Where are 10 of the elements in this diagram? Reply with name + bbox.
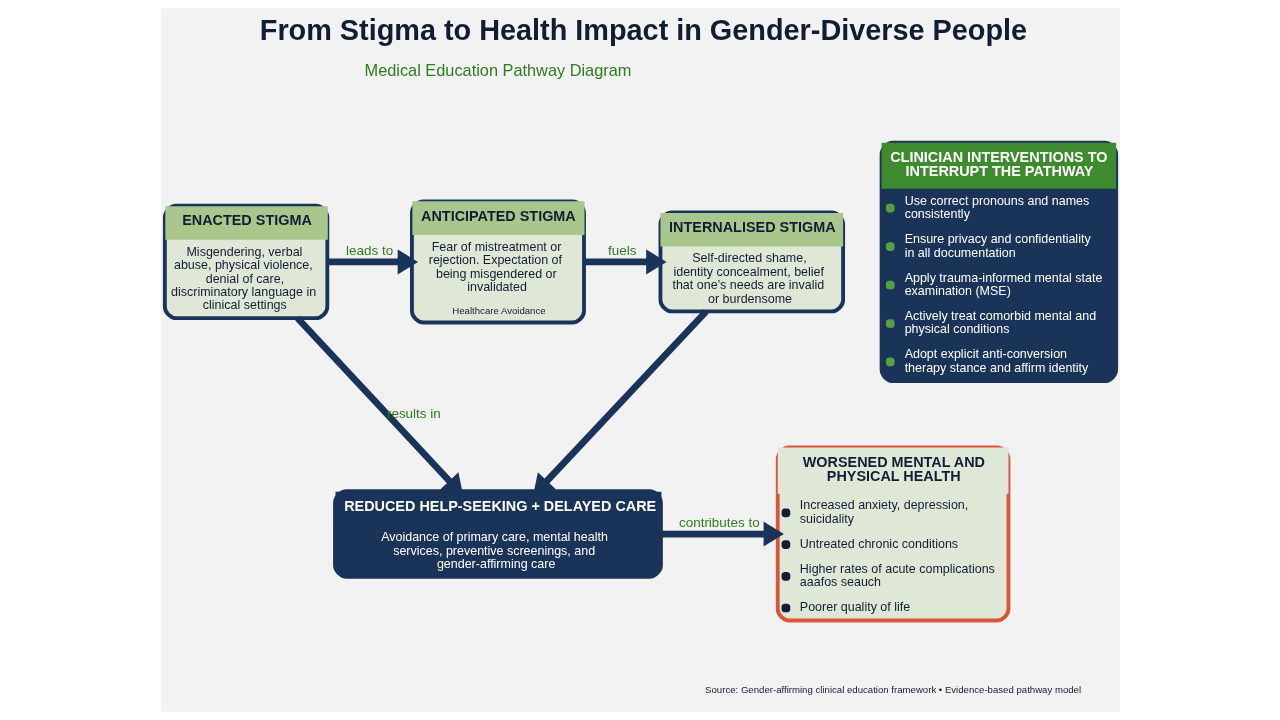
label: Medical Education Pathway Diagram [364,61,631,80]
edge-label: leads to [345,243,393,259]
label: Source: Gender-affirming clinical education framework • Evidence-based pathway model [704,684,1081,696]
edge-label: fuels [607,243,636,259]
edge-label: results in [386,405,441,421]
arrow [660,521,784,547]
arrow [327,249,418,275]
edge-label: contributes to [678,515,760,531]
arrow [583,249,667,275]
diagram-title: From Stigma to Health Impact in Gender-Diverse People [259,14,1027,47]
